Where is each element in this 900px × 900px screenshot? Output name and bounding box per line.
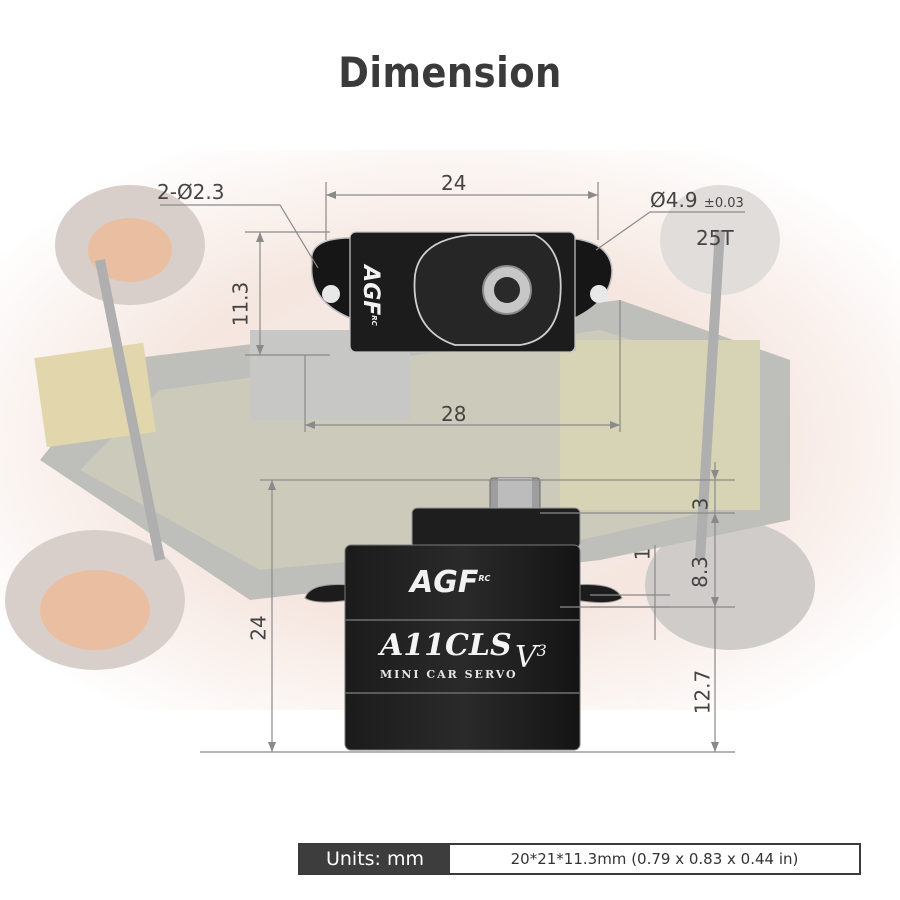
- units-value: 20*21*11.3mm (0.79 x 0.83 x 0.44 in): [510, 850, 799, 868]
- label-total-height: 24: [246, 615, 271, 641]
- servo-side-view: [304, 477, 623, 751]
- model-subtitle: MINI CAR SERVO: [380, 668, 518, 681]
- brand-logo-side: AGFRC: [410, 565, 491, 600]
- label-spline-teeth: 25T: [696, 226, 734, 250]
- servo-top-view: [310, 231, 613, 353]
- model-logo: A11CLS: [380, 628, 512, 663]
- label-upper-height: 8.3: [687, 556, 712, 588]
- label-mount-holes: 2-Ø2.3: [157, 180, 225, 204]
- label-spline-diameter: Ø4.9 ±0.03: [650, 188, 744, 212]
- label-spline-height: 3: [688, 497, 713, 511]
- dimension-lines: [160, 182, 745, 753]
- label-tab-width: 28: [441, 402, 467, 426]
- dimension-arrows: [256, 191, 719, 752]
- label-lower-height: 12.7: [690, 669, 715, 715]
- page-title: Dimension: [338, 48, 562, 97]
- units-label: Units: mm: [300, 845, 450, 873]
- brand-logo-top: AGFRC: [357, 265, 383, 326]
- label-top-width: 24: [441, 171, 467, 195]
- label-top-depth: 11.3: [228, 281, 253, 327]
- model-version: V3: [515, 640, 547, 675]
- units-bar: Units: mm 20*21*11.3mm (0.79 x 0.83 x 0.…: [298, 843, 861, 875]
- label-tab-thickness: 1: [630, 547, 655, 561]
